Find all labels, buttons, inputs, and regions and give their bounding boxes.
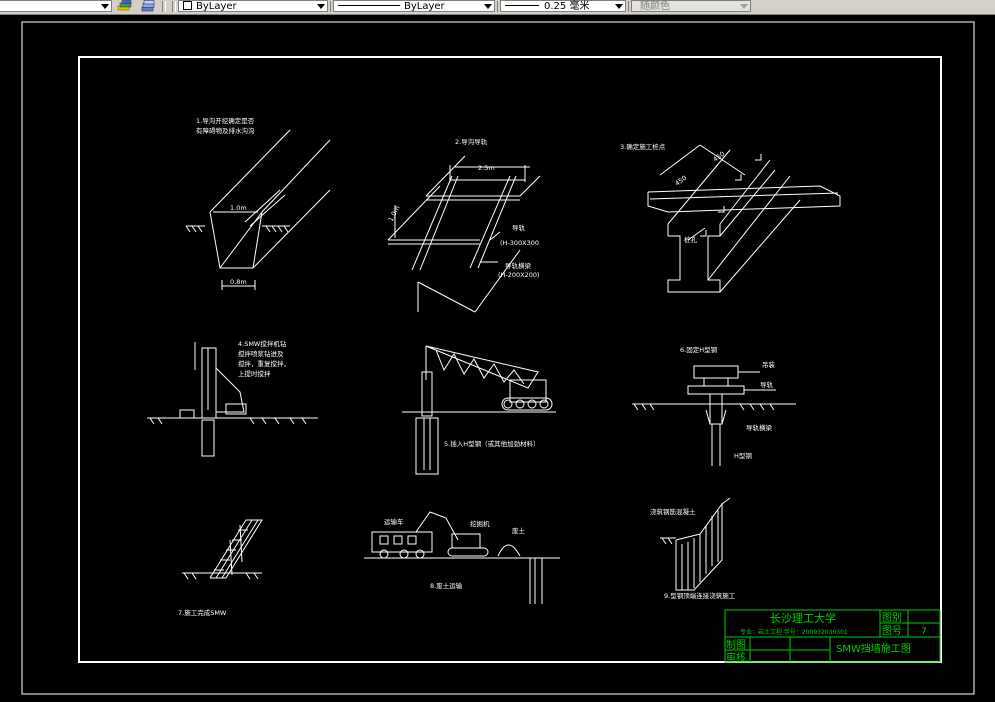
label-d9-title: 9.型钢顶端连接浇筑施工 xyxy=(664,591,736,600)
label-d4b: 搅拌喷浆钻进及 xyxy=(238,349,284,358)
label-d1b: 有障碍物及排水沟沟 xyxy=(196,126,255,135)
label-d6-title: 6.固定H型钢 xyxy=(680,345,718,354)
label-d9-a: 浇筑钢筋混凝土 xyxy=(650,507,696,516)
linetype-value: ByLayer xyxy=(404,1,445,12)
toolbar-separator xyxy=(172,1,176,12)
color-swatch-icon xyxy=(183,1,192,10)
label-d3-title: 3.确定施工桩点 xyxy=(620,142,666,151)
label-d6-c: 导轨横梁 xyxy=(746,423,773,432)
label-d6-b: 导轨 xyxy=(760,380,774,389)
label-d8-excavator: 挖掘机 xyxy=(470,519,490,528)
label-d5: 5.插入H型钢（或其他加劲材料） xyxy=(444,439,540,448)
detail-7-finished-smw xyxy=(182,519,263,580)
linetype-sample xyxy=(338,5,400,6)
titleblock-major: 专业：岩土工程 学号：200932030301 xyxy=(740,628,848,636)
detail-5-crane xyxy=(402,345,556,475)
label-d2-title: 2.导沟导轨 xyxy=(455,137,488,146)
title-block xyxy=(724,609,941,663)
color-control-dropdown[interactable]: ByLayer xyxy=(178,0,328,12)
label-d3-dim1: 450 xyxy=(673,174,688,188)
detail-3-pile-positions xyxy=(647,144,841,293)
label-d2-rail2: 导轨横梁 xyxy=(505,261,532,270)
label-d1-top: 1.0m xyxy=(230,204,247,212)
label-d6-d: H型钢 xyxy=(734,451,752,460)
detail-4-smw-mixer xyxy=(147,342,318,457)
titleblock-drafter: 制图 xyxy=(726,638,746,651)
lineweight-control-dropdown[interactable]: 0.25 毫米 xyxy=(500,0,626,12)
chevron-down-icon xyxy=(740,4,748,9)
label-d7: 7.施工完成SMW xyxy=(178,608,227,617)
detail-9-top-connection xyxy=(660,497,731,591)
layer-previous-icon[interactable] xyxy=(117,0,133,12)
titleblock-drawing-title: SMW挡墙施工图 xyxy=(836,642,911,655)
titleblock-number-value: 7 xyxy=(921,627,927,637)
label-d1-bottom: 0.8m xyxy=(230,278,247,286)
lineweight-sample xyxy=(505,5,539,6)
linetype-control-dropdown[interactable]: ByLayer xyxy=(333,0,495,12)
chevron-down-icon xyxy=(101,4,109,9)
label-d2-rail-size: (H-300X300 xyxy=(500,239,539,247)
label-d2-rail2-size: (H-200X200) xyxy=(498,271,540,279)
plotstyle-value: 随颜色 xyxy=(640,1,670,12)
toolbar-separator xyxy=(162,1,166,12)
drawing-canvas[interactable]: 1.导沟开挖确定是否 有障碍物及排水沟沟 1.0m 0.8m 2.导沟导轨 2.… xyxy=(0,15,995,702)
detail-1-trench xyxy=(185,129,331,290)
properties-toolbar: ByLayer ByLayer 0.25 毫米 随颜色 xyxy=(0,0,995,15)
label-d4a: 4.SMW搅拌机钻 xyxy=(238,339,287,348)
layer-dropdown-tail[interactable] xyxy=(0,0,112,12)
label-d2-rail: 导轨 xyxy=(512,223,526,232)
detail-6-fix-hpile xyxy=(632,365,796,466)
lineweight-value: 0.25 毫米 xyxy=(544,1,590,12)
drawing-frame xyxy=(78,56,942,663)
titleblock-category-label: 图别 xyxy=(882,612,902,624)
label-d8-title: 8.废土运输 xyxy=(430,581,463,590)
chevron-down-icon xyxy=(484,4,492,9)
detail-2-guide-rails xyxy=(387,155,541,313)
label-d4c: 搅拌，重复搅拌， xyxy=(238,359,290,368)
paper-outer-border xyxy=(21,21,975,695)
label-d2-width: 2.5m xyxy=(478,164,495,172)
titleblock-reviewer: 审核 xyxy=(726,651,746,664)
titleblock-school: 长沙理工大学 xyxy=(770,611,836,625)
label-d2-side: 1.0m xyxy=(387,204,402,222)
plotstyle-control-dropdown[interactable]: 随颜色 xyxy=(631,0,751,12)
titleblock-number-label: 图号 xyxy=(882,625,902,637)
label-d3-pile: 桩孔 xyxy=(684,235,698,244)
label-d1a: 1.导沟开挖确定是否 xyxy=(196,116,255,125)
drawing-svg: 1.导沟开挖确定是否 有障碍物及排水沟沟 1.0m 0.8m 2.导沟导轨 2.… xyxy=(21,21,975,695)
chevron-down-icon xyxy=(317,4,325,9)
chevron-down-icon xyxy=(615,4,623,9)
layer-states-icon[interactable] xyxy=(140,0,156,12)
label-d8-soil: 废土 xyxy=(512,526,526,535)
detail-8-soil-transport xyxy=(364,511,560,604)
color-value: ByLayer xyxy=(196,1,237,12)
label-d6-a: 吊装 xyxy=(762,360,776,369)
label-d8-truck: 运输车 xyxy=(384,517,404,526)
label-d4d: 上提时搅拌 xyxy=(238,369,271,378)
